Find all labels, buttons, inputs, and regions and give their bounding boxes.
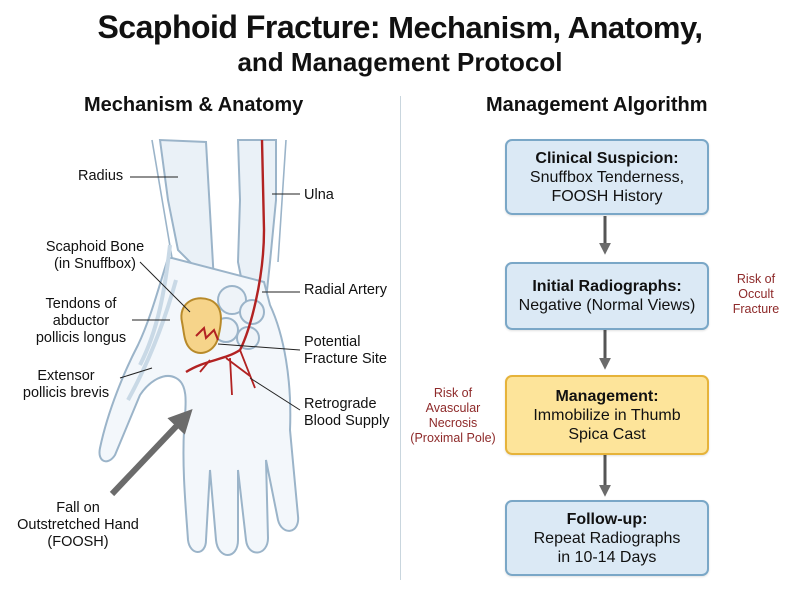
leader-fracture [217,343,301,351]
scaphoid-bone [180,297,222,354]
risk-avascular-necrosis: Risk of Avascular Necrosis (Proximal Pol… [410,386,496,445]
step-clinical-suspicion: Clinical Suspicion: Snuffbox Tenderness,… [505,139,709,215]
label-ulna: Ulna [304,187,334,203]
epb-tendon [126,279,178,401]
leader-retro [249,377,301,411]
page-title: Scaphoid Fracture: Mechanism, Anatomy, a… [0,10,800,79]
title-line-2: and Management Protocol [237,47,563,77]
title-rest: Mechanism, Anatomy, [380,10,703,45]
step-follow-up: Follow-up: Repeat Radiographs in 10-14 D… [505,500,709,576]
label-radius: Radius [78,168,124,184]
artery-branches [199,349,256,396]
apl-tendon [138,244,172,366]
left-panel-heading: Mechanism & Anatomy [84,94,304,116]
panel-divider [400,96,401,580]
carpal-1 [217,285,247,315]
leader-scaphoid [139,261,191,313]
label-epb-tendon: Extensor pollicis brevis [22,368,110,401]
forearm-outline [151,139,287,263]
right-panel-heading: Management Algorithm [486,94,708,116]
step-initial-radiographs: Initial Radiographs: Negative (Normal Vi… [505,262,709,330]
label-retrograde-supply: Retrograde Blood Supply [304,396,390,429]
title-lead: Scaphoid Fracture: [97,9,381,45]
label-scaphoid: Scaphoid Bone (in Snuffbox) [45,239,145,272]
step-management: Management: Immobilize in Thumb Spica Ca… [505,375,709,455]
label-fracture-site: Potential Fracture Site [304,334,387,367]
label-foosh: Fall on Outstretched Hand (FOOSH) [17,500,139,550]
leader-epb [119,367,153,379]
risk-occult-fracture: Risk of Occult Fracture [732,272,780,316]
label-apl-tendon: Tendons of abductor pollicis longus [35,296,127,346]
label-radial-artery: Radial Artery [304,282,388,298]
fracture-line [195,325,219,341]
foosh-arrow [109,409,193,497]
